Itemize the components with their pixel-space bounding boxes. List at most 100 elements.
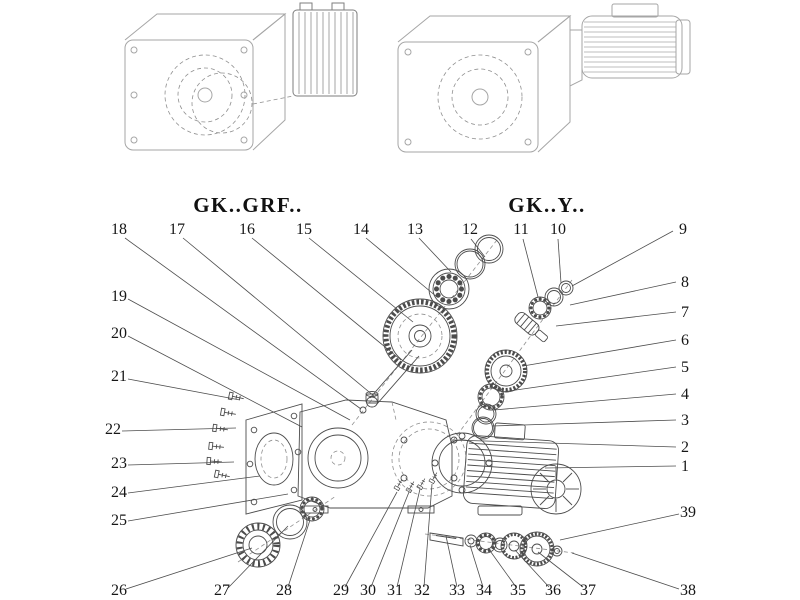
callout-number: 22 (105, 421, 121, 438)
callout-number: 24 (111, 484, 127, 501)
callout-number: 10 (550, 221, 566, 238)
leader-line (491, 419, 677, 427)
leader-line (569, 281, 677, 306)
input-pinion (514, 311, 548, 343)
leader-line (418, 237, 452, 273)
leader-line (125, 547, 253, 590)
callout-number: 20 (111, 325, 127, 342)
leader-line (571, 230, 674, 287)
electric-motor (431, 422, 582, 516)
mid-bearing (477, 383, 505, 411)
callout-number: 38 (680, 582, 696, 599)
leader-line (423, 483, 433, 588)
leader-line (251, 237, 402, 361)
callout-number: 9 (679, 221, 687, 238)
exploded-view (206, 234, 582, 568)
leader-line (487, 547, 517, 588)
input-rings-y (544, 280, 574, 307)
callout-number: 32 (414, 582, 430, 599)
leader-line (127, 493, 289, 522)
leader-line (571, 552, 680, 590)
leader-line (544, 465, 677, 469)
leader-line (522, 238, 539, 298)
callout-number: 12 (462, 221, 478, 238)
callout-number: 33 (449, 582, 465, 599)
intermediate-gear (484, 349, 528, 393)
leader-line (308, 237, 414, 323)
callout-number: 11 (513, 221, 528, 238)
leader-line (445, 535, 458, 588)
spacer-ring (475, 403, 497, 425)
callout-number: 26 (111, 582, 127, 599)
leader-line (127, 475, 261, 494)
input-cover-fins (292, 2, 358, 97)
leader-line (365, 237, 438, 298)
upper-bearing (428, 268, 470, 310)
leader-line (370, 491, 410, 588)
callout-number: 8 (681, 274, 689, 291)
callout-number: 7 (681, 304, 689, 321)
leader-line (124, 237, 362, 410)
callout-number: 35 (510, 582, 526, 599)
callout-number: 39 (680, 504, 696, 521)
leader-line (287, 519, 311, 588)
main-gear (382, 298, 458, 374)
callout-number: 19 (111, 288, 127, 305)
callout-number: 1 (681, 458, 689, 475)
callout-number: 4 (681, 386, 689, 403)
callout-number: 13 (407, 221, 423, 238)
leader-line (469, 544, 484, 588)
callout-number: 18 (111, 221, 127, 238)
axis-line (451, 279, 573, 443)
callout-number: 14 (353, 221, 369, 238)
variant-label-grf: GK..GRF.. (193, 193, 303, 217)
flange-screws (206, 391, 245, 481)
leader-line (396, 488, 421, 588)
leader-line (470, 238, 486, 258)
callout-number: 30 (360, 582, 376, 599)
leader-line (227, 525, 289, 589)
callout-number: 16 (239, 221, 255, 238)
housing-fasteners (393, 470, 440, 493)
callout-layer: 1234567891011121314151617181920212223242… (105, 221, 696, 599)
leader-line (121, 427, 237, 432)
callout-number: 25 (111, 512, 127, 529)
gear-housing (297, 391, 467, 514)
callout-number: 6 (681, 332, 689, 349)
leader-line (127, 461, 235, 466)
leader-line (555, 311, 677, 327)
leader-line (537, 551, 584, 588)
callout-number: 5 (681, 359, 689, 376)
leader-line (127, 335, 303, 428)
callout-number: 31 (387, 582, 403, 599)
callout-number: 29 (333, 582, 349, 599)
lower-left-bearing-set (235, 496, 325, 568)
variant-label-y: GK..Y.. (508, 193, 585, 217)
callout-number: 2 (681, 439, 689, 456)
callout-number: 27 (214, 582, 230, 599)
callout-number: 34 (476, 582, 492, 599)
gearbox-drawing-grf (124, 2, 358, 151)
leader-line (493, 393, 677, 411)
leader-line (514, 549, 550, 588)
motor-drawing (569, 3, 691, 87)
leader-line (182, 237, 375, 397)
callout-number: 3 (681, 412, 689, 429)
gearbox-drawing-y (397, 3, 691, 153)
callout-number: 37 (580, 582, 596, 599)
callout-number: 15 (296, 221, 312, 238)
leader-line (557, 238, 562, 284)
leader-line (451, 439, 677, 448)
callout-number: 17 (169, 221, 185, 238)
leader-line (522, 339, 677, 367)
leader-line (501, 366, 677, 393)
output-flange (245, 403, 303, 515)
seal-ring (471, 416, 495, 440)
retaining-rings (454, 234, 504, 280)
callout-number: 28 (276, 582, 292, 599)
leader-line (127, 298, 351, 421)
callout-number: 21 (111, 368, 127, 385)
output-shaft-assembly (429, 531, 563, 567)
callout-number: 36 (545, 582, 561, 599)
